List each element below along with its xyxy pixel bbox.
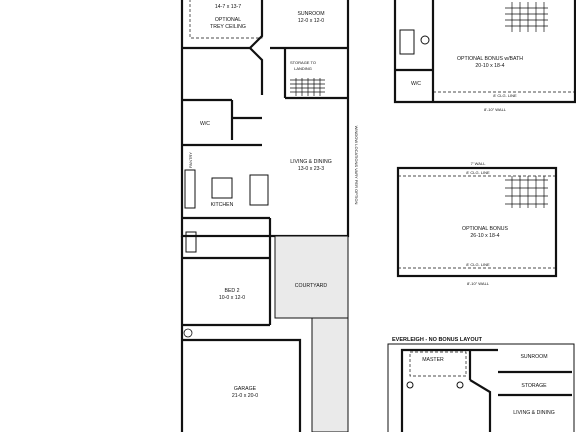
- bath-angled-wall: [249, 47, 264, 95]
- sunroom-size-label: 12-0 x 12-0: [298, 18, 324, 24]
- bonus-size: 26-10 x 18-4: [470, 233, 499, 239]
- bonus-bath-toilet: [420, 35, 430, 45]
- kitchen-label: KITCHEN: [211, 202, 234, 208]
- bonus-title: OPTIONAL BONUS: [462, 226, 508, 232]
- living-dining-label: LIVING & DINING: [290, 159, 332, 165]
- trey-ceiling-label-2: TREY CEILING: [210, 24, 246, 30]
- bonus-top-wall-label: 7' WALL: [471, 161, 487, 166]
- no-bonus-trey: [409, 351, 467, 377]
- bonus-bath-outline: [393, 0, 576, 104]
- garage-label: GARAGE: [234, 386, 257, 392]
- courtyard-path: [311, 317, 349, 432]
- no-bonus-sink: [456, 381, 464, 389]
- no-bonus-layout: EVERLEIGH - NO BONUS LAYOUT MASTER SUNRO…: [387, 337, 575, 432]
- no-bonus-sunroom-label: SUNROOM: [520, 354, 547, 360]
- main-house-outline: [180, 0, 350, 238]
- master-sunroom-wall: [249, 0, 264, 49]
- storage-landing-label-1: STORAGE TO: [290, 60, 316, 65]
- bonus-outline: [396, 166, 558, 278]
- bonus-bath-wall-label: 8'-10" WALL: [484, 107, 507, 112]
- bonus-clg-bottom-label: 8' CLG. LINE: [466, 262, 490, 267]
- bonus-clg-top-label: 8' CLG. LINE: [466, 170, 490, 175]
- bonus-bath-vanity: [399, 29, 415, 55]
- kitchen-island: [211, 177, 233, 199]
- pantry-label: PANTRY: [188, 152, 193, 168]
- garage-size-label: 21-0 x 20-0: [232, 393, 258, 399]
- water-heater-icon: [183, 328, 193, 338]
- laundry-unit: [185, 231, 197, 253]
- bonus-bath-plan: OPTIONAL BONUS w/BATH 20-10 x 18-4 W/C 8…: [393, 0, 576, 112]
- courtyard-area: [274, 235, 349, 319]
- storage-landing-label-2: LANDING: [294, 66, 312, 71]
- no-bonus-master-label: MASTER: [422, 357, 444, 363]
- no-bonus-frame: [387, 343, 575, 432]
- master-size-label: 14-7 x 13-7: [215, 4, 241, 10]
- kitchen-range-counter: [184, 169, 196, 209]
- courtyard-label: COURTYARD: [295, 283, 328, 289]
- garage-walls: [182, 338, 302, 432]
- bonus-plan: 7' WALL 8' CLG. LINE OPTIONAL BONUS 26-1…: [396, 161, 558, 286]
- bonus-bath-title: OPTIONAL BONUS w/BATH: [457, 56, 523, 62]
- no-bonus-angled-wall: [469, 379, 492, 432]
- bonus-bath-stairs: [505, 2, 548, 32]
- no-bonus-title: EVERLEIGH - NO BONUS LAYOUT: [392, 337, 483, 343]
- living-dining-size-label: 13-0 x 23-3: [298, 166, 324, 172]
- bed2-size-label: 10-0 x 12-0: [219, 295, 245, 301]
- no-bonus-living-label: LIVING & DINING: [513, 410, 555, 416]
- bonus-stairs: [505, 176, 548, 208]
- bonus-bath-clg-label: 8' CLG. LINE: [493, 93, 517, 98]
- bonus-bath-size: 20-10 x 18-4: [475, 63, 504, 69]
- bed2-label: BED 2: [225, 288, 240, 294]
- trey-ceiling-label-1: OPTIONAL: [215, 17, 241, 23]
- wic-label: W/C: [200, 121, 210, 127]
- bonus-bath-wic: W/C: [411, 81, 421, 87]
- sunroom-label: SUNROOM: [297, 11, 324, 17]
- kitchen-counter: [249, 174, 269, 206]
- bonus-wall-label: 8'-10" WALL: [467, 281, 490, 286]
- main-stairs: [290, 78, 325, 96]
- main-floor-plan: 14-7 x 13-7 OPTIONAL TREY CEILING SUNROO…: [180, 0, 359, 432]
- no-bonus-storage-label: STORAGE: [521, 383, 547, 389]
- window-note-label: WINDOW LOCATIONS VARY PER OPTION: [354, 126, 359, 205]
- no-bonus-toilet: [406, 381, 414, 389]
- no-bonus-walls: [400, 348, 498, 432]
